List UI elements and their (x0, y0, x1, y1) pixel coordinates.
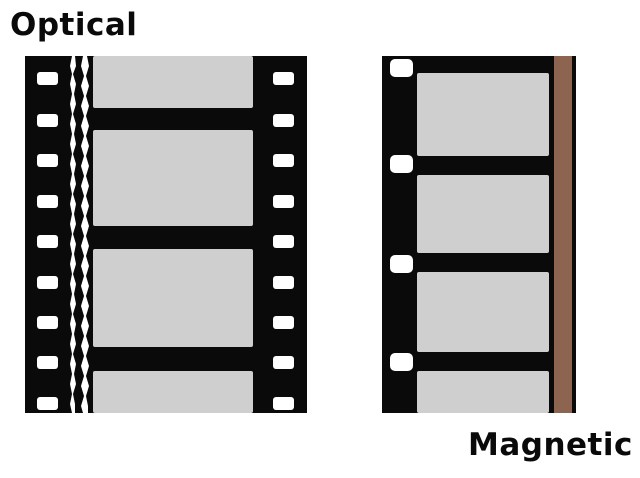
perforation (273, 276, 294, 289)
perforation (390, 255, 413, 273)
perforation (390, 59, 413, 77)
magnetic-frame (417, 73, 549, 156)
perforation (37, 276, 58, 289)
magnetic-frame (417, 272, 549, 352)
perforation (273, 195, 294, 208)
perforation (37, 356, 58, 369)
perforation (37, 195, 58, 208)
optical-frame (93, 130, 253, 226)
optical-frames (93, 56, 253, 413)
magnetic-frames (417, 73, 549, 413)
optical-film-base (25, 56, 307, 413)
perforation (273, 72, 294, 85)
optical-frame (93, 249, 253, 347)
magnetic-frame (417, 175, 549, 253)
magnetic-label: Magnetic (468, 427, 633, 463)
perforation (390, 155, 413, 173)
optical-label: Optical (10, 7, 138, 43)
optical-soundtrack-wave (70, 56, 76, 413)
optical-right-perforations (273, 72, 294, 410)
perforation (37, 397, 58, 410)
optical-soundtrack (70, 56, 89, 413)
optical-left-perforations (37, 72, 58, 410)
perforation (37, 235, 58, 248)
optical-soundtrack-wave (81, 56, 89, 413)
perforation (273, 316, 294, 329)
perforation (273, 356, 294, 369)
perforation (273, 235, 294, 248)
magnetic-film-strip (382, 56, 576, 413)
optical-frame (93, 56, 253, 108)
perforation (37, 154, 58, 167)
perforation (390, 353, 413, 371)
perforation (37, 114, 58, 127)
perforation (273, 114, 294, 127)
optical-frame (93, 371, 253, 413)
perforation (273, 154, 294, 167)
magnetic-frame (417, 371, 549, 413)
optical-film-strip (25, 56, 307, 413)
perforation (273, 397, 294, 410)
magnetic-stripe (554, 56, 572, 413)
perforation (37, 72, 58, 85)
magnetic-perforations (390, 59, 413, 371)
perforation (37, 316, 58, 329)
